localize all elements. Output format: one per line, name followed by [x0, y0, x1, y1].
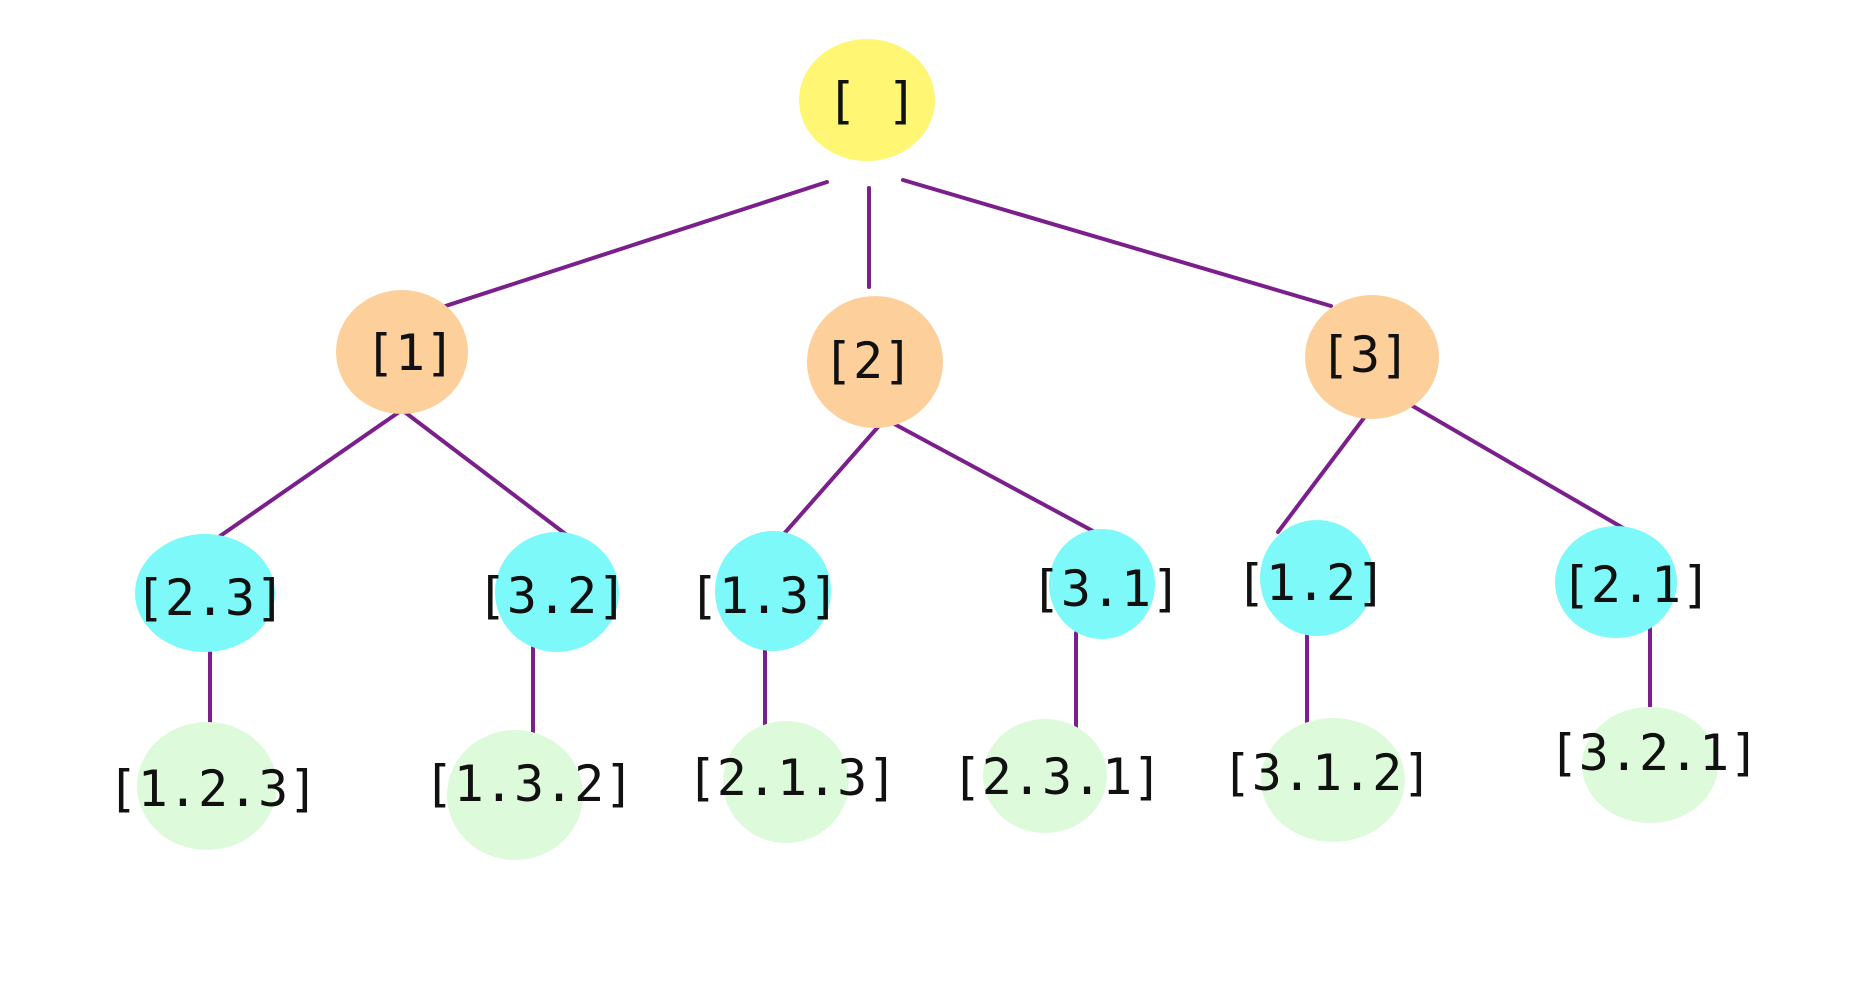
node-213-label: [2.1.3]: [687, 749, 898, 807]
node-213: [2.1.3]: [687, 721, 898, 843]
node-1-label: [1]: [365, 324, 455, 382]
node-231-label: [2.3.1]: [952, 748, 1163, 806]
node-21: [2.1]: [1555, 526, 1711, 638]
node-root-label: [ ]: [827, 72, 917, 130]
node-32-label: [3.2]: [477, 567, 628, 625]
edge-1-to-32: [400, 408, 582, 547]
node-13-blob: [715, 531, 831, 651]
edge-3-to-21: [1383, 388, 1632, 534]
edge-root-to-3: [901, 178, 1333, 308]
node-root: [ ]: [799, 39, 935, 161]
edge-1-to-23: [208, 408, 404, 545]
edge-root-to-1: [425, 180, 829, 314]
node-23: [2.3]: [135, 534, 286, 652]
node-312: [3.1.2]: [1222, 718, 1433, 842]
node-2: [2]: [807, 296, 943, 428]
node-32-blob: [495, 532, 619, 652]
node-2-label: [2]: [823, 332, 913, 390]
node-23-blob: [135, 534, 275, 652]
node-21-blob: [1555, 526, 1677, 638]
level-2-nodes: [2.3] [3.2] [1.3] [3.1] [1.2] [2.1]: [135, 520, 1711, 652]
node-1: [1]: [336, 290, 468, 414]
node-3: [3]: [1305, 295, 1439, 419]
node-31: [3.1]: [1031, 529, 1182, 639]
node-31-label: [3.1]: [1031, 560, 1182, 618]
node-312-blob: [1261, 718, 1405, 842]
node-132-label: [1.3.2]: [424, 755, 635, 813]
node-3-blob: [1305, 295, 1439, 419]
node-213-blob: [723, 721, 849, 843]
node-231: [2.3.1]: [952, 719, 1163, 833]
node-321-label: [3.2.1]: [1549, 724, 1760, 782]
level-1-nodes: [1] [2] [3]: [336, 290, 1439, 428]
node-321: [3.2.1]: [1549, 707, 1760, 823]
node-32: [3.2]: [477, 532, 628, 652]
level-3-nodes: [1.2.3] [1.3.2] [2.1.3] [2.3.1] [3.1.2] …: [108, 707, 1760, 860]
node-1-blob: [336, 290, 468, 414]
node-13-label: [1.3]: [689, 567, 840, 625]
node-2-blob: [807, 296, 943, 428]
node-231-blob: [983, 719, 1107, 833]
node-123-blob: [137, 722, 277, 850]
node-13: [1.3]: [689, 531, 840, 651]
node-12: [1.2]: [1236, 520, 1387, 636]
node-132: [1.3.2]: [424, 730, 635, 860]
node-31-blob: [1049, 529, 1155, 639]
tree-edges: [208, 178, 1652, 754]
node-root-blob: [799, 39, 935, 161]
node-321-blob: [1582, 707, 1718, 823]
node-12-label: [1.2]: [1236, 554, 1387, 612]
node-23-label: [2.3]: [135, 569, 286, 627]
node-123: [1.2.3]: [108, 722, 319, 850]
edge-2-to-31: [883, 417, 1106, 539]
node-132-blob: [447, 730, 583, 860]
node-12-blob: [1260, 520, 1374, 636]
node-21-label: [2.1]: [1561, 556, 1712, 614]
node-3-label: [3]: [1320, 326, 1410, 384]
node-312-label: [3.1.2]: [1222, 744, 1433, 802]
edge-2-to-13: [766, 417, 887, 554]
node-123-label: [1.2.3]: [108, 760, 319, 818]
